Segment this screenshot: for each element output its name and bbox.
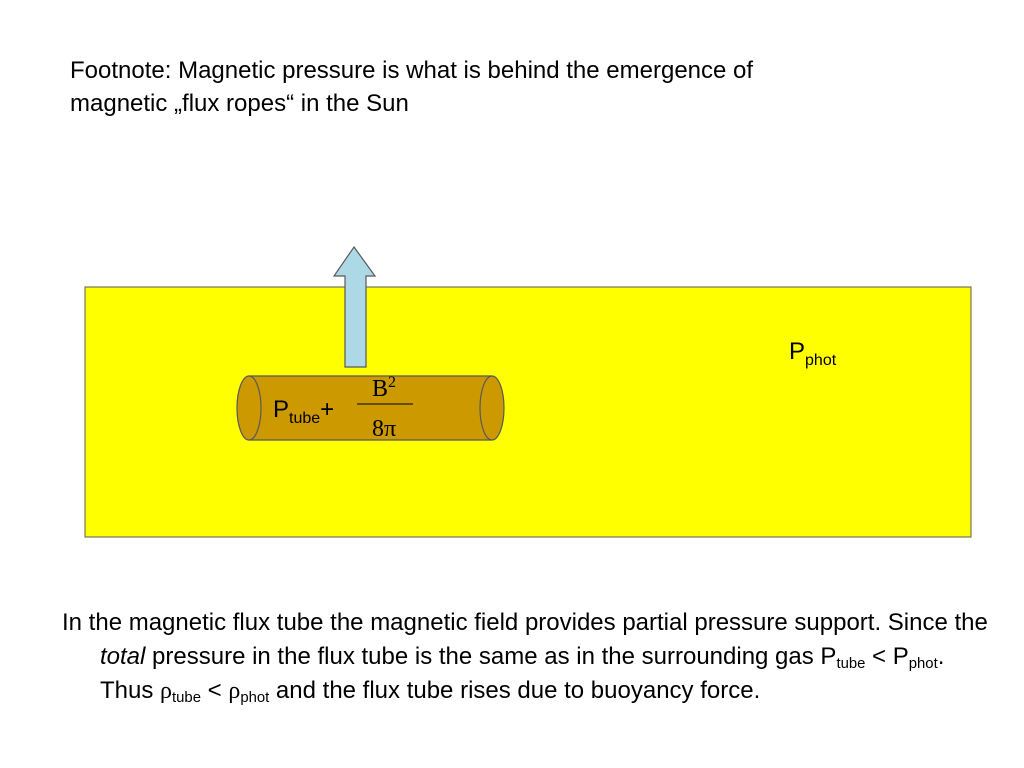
explanation-paragraph: In the magnetic flux tube the magnetic f… bbox=[62, 606, 1000, 708]
numerator-base: B bbox=[372, 376, 388, 402]
rho-symbol-1: ρ bbox=[160, 678, 173, 704]
subscript-phot-2: phot bbox=[240, 690, 270, 707]
outside-pressure-symbol: P bbox=[789, 338, 805, 365]
subscript-phot-1: phot bbox=[908, 656, 938, 673]
rho-symbol-2: ρ bbox=[228, 678, 241, 704]
outside-pressure-subscript: phot bbox=[805, 352, 837, 369]
flux-tube-right-cap bbox=[479, 375, 505, 441]
tube-pressure-subscript: tube bbox=[289, 410, 320, 427]
magnetic-pressure-denominator: 8π bbox=[372, 416, 396, 442]
explanation-part-2: pressure in the flux tube is the same as… bbox=[145, 643, 837, 670]
tube-pressure-plus: + bbox=[320, 396, 334, 423]
subscript-tube-1: tube bbox=[836, 656, 866, 673]
footnote-line-1: Footnote: Magnetic pressure is what is b… bbox=[70, 57, 754, 84]
explanation-emphasis-total: total bbox=[100, 643, 146, 670]
footnote-line-2: magnetic „flux ropes“ in the Sun bbox=[70, 90, 409, 117]
flux-tube-body bbox=[249, 376, 492, 440]
tube-pressure-symbol: P bbox=[273, 396, 289, 423]
explanation-part-6: and the flux tube rises due to buoyancy … bbox=[269, 677, 761, 704]
buoyancy-arrow bbox=[332, 245, 377, 368]
subscript-tube-2: tube bbox=[172, 690, 201, 707]
footnote: Footnote: Magnetic pressure is what is b… bbox=[70, 54, 970, 120]
explanation-part-5: < bbox=[200, 677, 229, 704]
magnetic-pressure-numerator: B2 bbox=[372, 374, 396, 402]
explanation-part-1: In the magnetic flux tube the magnetic f… bbox=[62, 609, 988, 636]
flux-tube-left-cap bbox=[236, 375, 262, 441]
outside-pressure-label: Pphot bbox=[789, 338, 837, 369]
photosphere-region bbox=[84, 286, 972, 538]
explanation-part-4: . Thus bbox=[100, 643, 945, 704]
explanation-part-3: < P bbox=[865, 643, 909, 670]
numerator-exponent: 2 bbox=[388, 374, 396, 391]
tube-pressure-label: Ptube+ bbox=[273, 396, 334, 427]
